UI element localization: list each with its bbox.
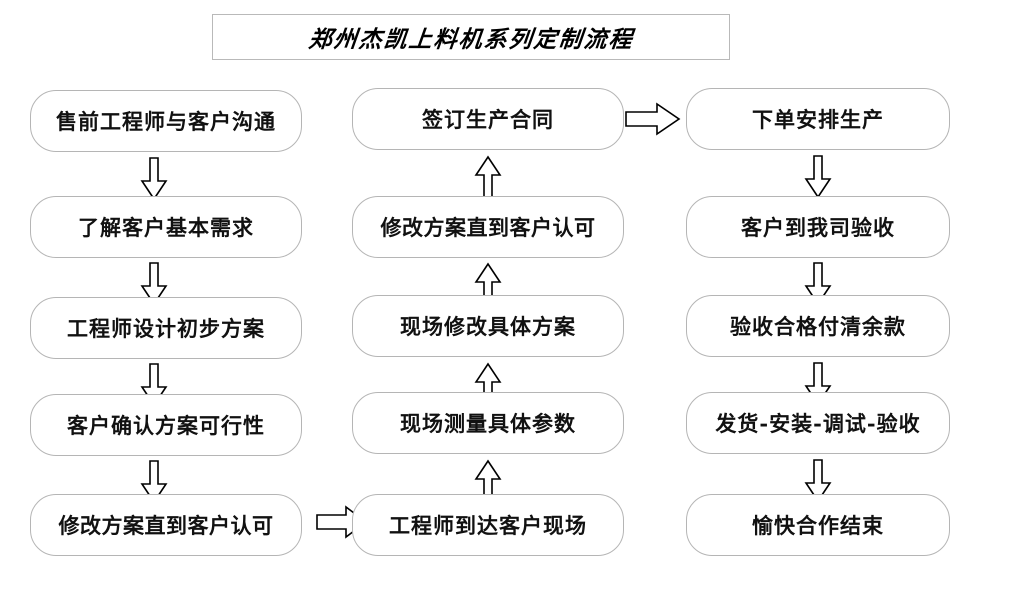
chart-title: 郑州杰凯上料机系列定制流程 xyxy=(306,26,635,53)
node-label: 了解客户基本需求 xyxy=(78,214,254,240)
node-sign-production-contract[interactable]: 签订生产合同 xyxy=(352,88,624,150)
node-label: 愉快合作结束 xyxy=(752,512,884,538)
chart-title-box: 郑州杰凯上料机系列定制流程 xyxy=(212,14,730,60)
node-engineer-arrive-onsite[interactable]: 工程师到达客户现场 xyxy=(352,494,624,556)
arrow-down-1 xyxy=(140,157,168,201)
arrow-down-5 xyxy=(804,155,832,199)
node-label: 下单安排生产 xyxy=(752,106,884,132)
node-label: 发货-安装-调试-验收 xyxy=(715,410,921,436)
node-label: 验收合格付清余款 xyxy=(730,313,906,339)
node-understand-basic-needs[interactable]: 了解客户基本需求 xyxy=(30,196,302,258)
node-place-order-arrange-production[interactable]: 下单安排生产 xyxy=(686,88,950,150)
arrow-down-4 xyxy=(140,460,168,504)
node-revise-until-approved-left[interactable]: 修改方案直到客户认可 xyxy=(30,494,302,556)
node-label: 客户确认方案可行性 xyxy=(67,412,265,438)
node-label: 现场测量具体参数 xyxy=(400,410,576,436)
arrow-down-8 xyxy=(804,459,832,503)
arrow-up-4 xyxy=(474,155,502,199)
node-customer-confirm-feasibility[interactable]: 客户确认方案可行性 xyxy=(30,394,302,456)
arrow-right-middle-to-right xyxy=(625,102,681,136)
node-label: 现场修改具体方案 xyxy=(400,313,576,339)
node-label: 工程师设计初步方案 xyxy=(67,315,265,341)
node-pay-balance-after-acceptance[interactable]: 验收合格付清余款 xyxy=(686,295,950,357)
node-label: 工程师到达客户现场 xyxy=(389,512,587,538)
node-sales-engineer-communication[interactable]: 售前工程师与客户沟通 xyxy=(30,90,302,152)
node-happy-cooperation-end[interactable]: 愉快合作结束 xyxy=(686,494,950,556)
node-ship-install-debug-accept[interactable]: 发货-安装-调试-验收 xyxy=(686,392,950,454)
arrow-down-2 xyxy=(140,262,168,306)
node-label: 签订生产合同 xyxy=(422,106,554,132)
node-engineer-preliminary-design[interactable]: 工程师设计初步方案 xyxy=(30,297,302,359)
node-revise-until-approved-middle[interactable]: 修改方案直到客户认可 xyxy=(352,196,624,258)
node-onsite-measure-parameters[interactable]: 现场测量具体参数 xyxy=(352,392,624,454)
node-customer-inspection-at-factory[interactable]: 客户到我司验收 xyxy=(686,196,950,258)
node-label: 修改方案直到客户认可 xyxy=(380,214,596,240)
node-label: 修改方案直到客户认可 xyxy=(58,512,274,538)
node-label: 售前工程师与客户沟通 xyxy=(56,108,276,134)
node-onsite-modify-plan[interactable]: 现场修改具体方案 xyxy=(352,295,624,357)
node-label: 客户到我司验收 xyxy=(741,214,895,240)
